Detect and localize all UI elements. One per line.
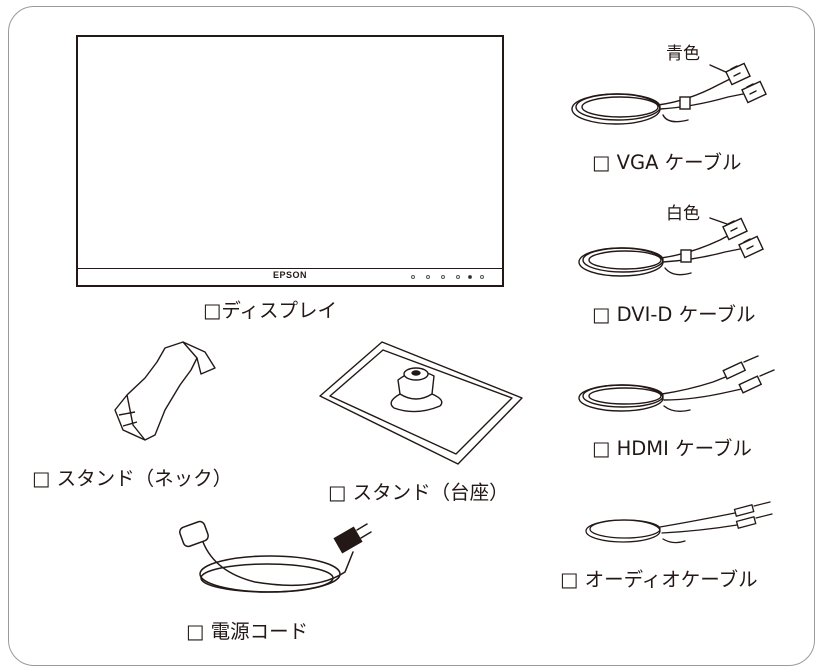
dvi-cable-label: □ DVI-D ケーブル [592,303,756,326]
brand-logo: EPSON [272,270,307,280]
vga-color-callout: 青色 [666,44,700,64]
display-illustration: EPSON [76,35,504,287]
stand-base-label: □ スタンド（台座） [328,481,509,504]
dvi-cable-illustration [578,217,764,277]
stand-neck-illustration [114,341,216,441]
monitor-button [480,275,484,279]
hdmi-cable-illustration [578,355,775,413]
power-cord-label: □ 電源コード [186,620,309,643]
display-screen [76,35,504,271]
stand-neck-label: □ スタンド（ネック） [32,467,233,490]
vga-cable-label: □ VGA ケーブル [592,151,742,174]
display-label: □ディスプレイ [203,299,338,322]
stand-base-illustration [319,341,523,465]
display-bezel: EPSON [76,268,504,287]
monitor-button [441,275,445,279]
power-button [468,275,472,279]
monitor-button [411,275,415,279]
audio-cable-illustration [585,501,773,544]
vga-cable-illustration [571,62,767,125]
audio-cable-label: □ オーディオケーブル [560,568,758,591]
dvi-color-callout: 白色 [666,204,700,224]
monitor-button [456,275,460,279]
power-cord-illustration [179,520,372,593]
monitor-button [426,275,430,279]
hdmi-cable-label: □ HDMI ケーブル [592,437,752,460]
